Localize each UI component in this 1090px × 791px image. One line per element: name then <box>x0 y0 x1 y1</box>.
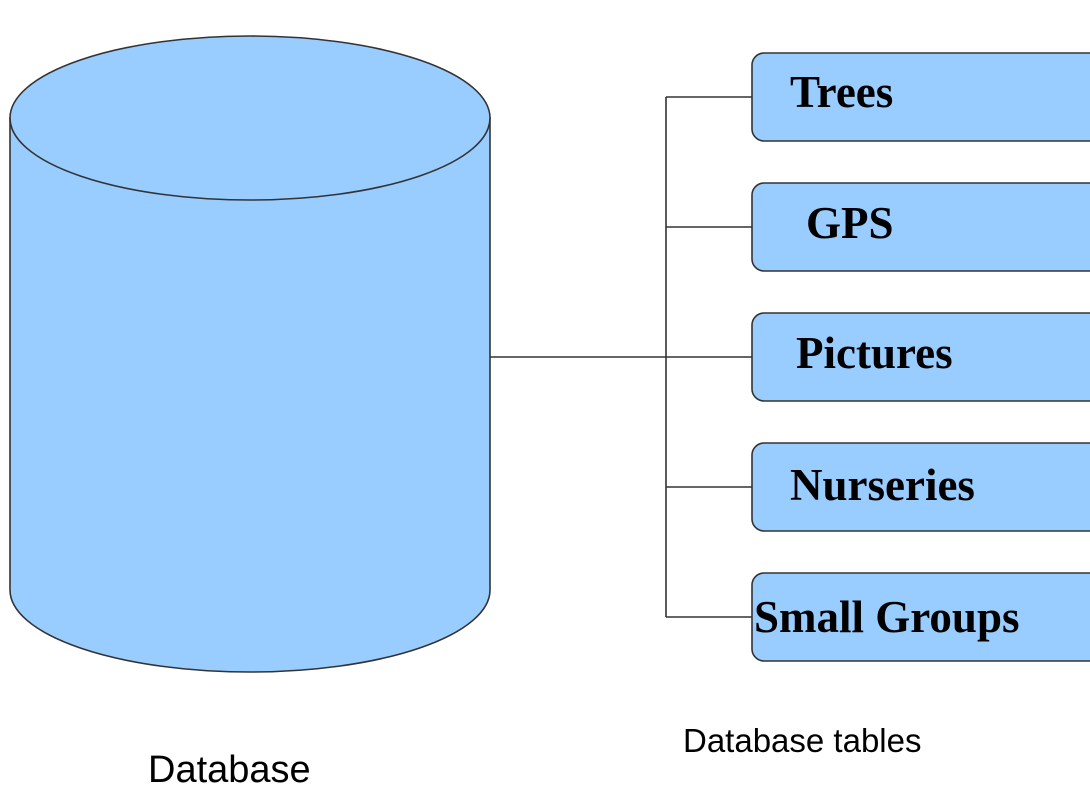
table-box-shape <box>751 572 1090 662</box>
tables-caption: Database tables <box>683 722 922 759</box>
cylinder-top <box>9 35 491 201</box>
table-box-nurseries: Nurseries <box>751 442 1090 532</box>
database-cylinder <box>9 35 491 673</box>
table-box-gps: GPS <box>751 182 1090 272</box>
table-box-trees: Trees <box>751 52 1090 142</box>
table-label-trees: Trees <box>790 67 893 117</box>
table-box-shape <box>751 442 1090 532</box>
table-label-small-groups: Small Groups <box>754 592 1020 642</box>
cylinder-body <box>9 117 491 673</box>
table-label-pictures: Pictures <box>796 328 953 378</box>
connector-lines <box>490 96 752 618</box>
table-label-gps: GPS <box>806 198 894 248</box>
table-box-small-groups: Small Groups <box>751 572 1090 662</box>
database-caption: Database <box>148 749 311 791</box>
table-box-shape <box>751 182 1090 272</box>
table-box-shape <box>751 312 1090 402</box>
table-label-nurseries: Nurseries <box>790 460 975 510</box>
table-box-shape <box>751 52 1090 142</box>
table-box-pictures: Pictures <box>751 312 1090 402</box>
